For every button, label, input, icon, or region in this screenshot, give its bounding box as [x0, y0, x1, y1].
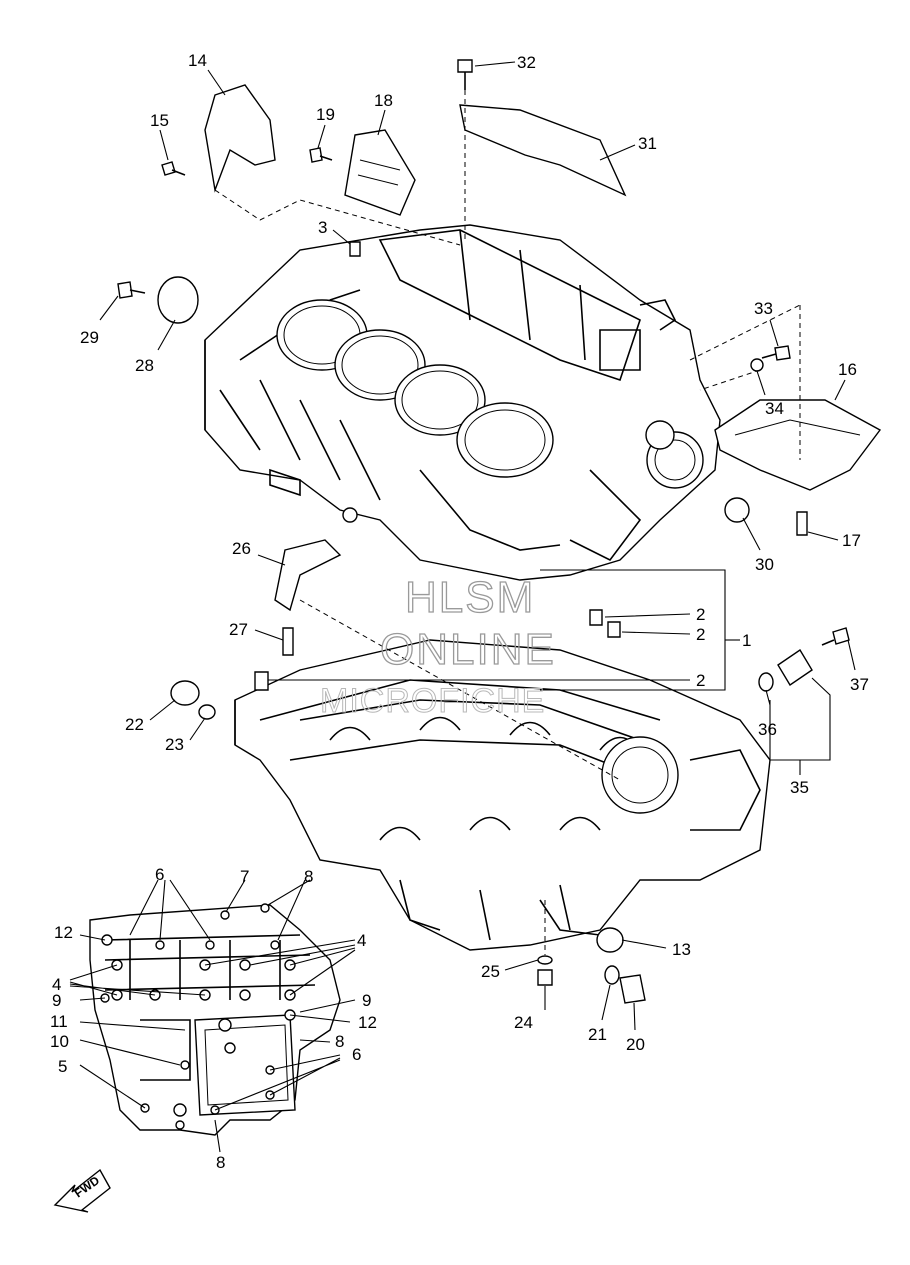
watermark-line-2: ONLINE [380, 625, 556, 674]
callout-13: 13 [672, 940, 691, 959]
callout-2: 2 [696, 671, 705, 690]
leader-lines [69, 61, 856, 1153]
callout-14: 14 [188, 51, 207, 70]
callout-33: 33 [754, 299, 773, 318]
callout-5: 5 [58, 1057, 67, 1076]
callout-12: 12 [358, 1013, 377, 1032]
callout-24: 24 [514, 1013, 533, 1032]
callout-11: 11 [50, 1012, 68, 1031]
callout-12: 12 [54, 923, 73, 942]
watermark: HLSM ONLINE MICROFICHE [320, 572, 556, 720]
callout-18: 18 [374, 91, 393, 110]
callout-8: 8 [335, 1032, 344, 1051]
callout-29: 29 [80, 328, 99, 347]
callout-36: 36 [758, 720, 777, 739]
callout-4: 4 [357, 931, 366, 950]
callout-30: 30 [755, 555, 774, 574]
callout-8: 8 [304, 867, 313, 886]
callout-7: 7 [240, 867, 249, 886]
callout-19: 19 [316, 105, 335, 124]
callout-31: 31 [638, 134, 657, 153]
callout-8: 8 [216, 1153, 225, 1172]
watermark-line-3: MICROFICHE [320, 682, 545, 720]
callout-22: 22 [125, 715, 144, 734]
callout-numbers: 1 2 2 2 3 4 4 5 6 6 7 8 8 8 9 9 10 11 12… [50, 51, 869, 1172]
callout-6: 6 [155, 865, 164, 884]
callout-25: 25 [481, 962, 500, 981]
callout-35: 35 [790, 778, 809, 797]
lower-crankcase [234, 639, 771, 951]
callout-27: 27 [229, 620, 248, 639]
callout-3: 3 [318, 218, 327, 237]
callout-26: 26 [232, 539, 251, 558]
small-parts [117, 59, 882, 1004]
callout-16: 16 [838, 360, 857, 379]
callout-34: 34 [765, 399, 784, 418]
upper-crankcase [204, 224, 721, 581]
callout-28: 28 [135, 356, 154, 375]
callout-2: 2 [696, 605, 705, 624]
callout-2: 2 [696, 625, 705, 644]
fwd-arrow: FWD [53, 1168, 111, 1213]
callout-15: 15 [150, 111, 169, 130]
callout-4: 4 [52, 975, 61, 994]
callout-23: 23 [165, 735, 184, 754]
callout-9: 9 [52, 991, 61, 1010]
callout-21: 21 [588, 1025, 607, 1044]
crankcase-bottom-view [89, 903, 341, 1136]
callout-6: 6 [352, 1045, 361, 1064]
callout-17: 17 [842, 531, 861, 550]
callout-20: 20 [626, 1035, 645, 1054]
callout-37: 37 [850, 675, 869, 694]
watermark-line-1: HLSM [405, 573, 535, 622]
callout-1: 1 [742, 631, 751, 650]
callout-9: 9 [362, 991, 371, 1010]
callout-10: 10 [50, 1032, 69, 1051]
callout-32: 32 [517, 53, 536, 72]
